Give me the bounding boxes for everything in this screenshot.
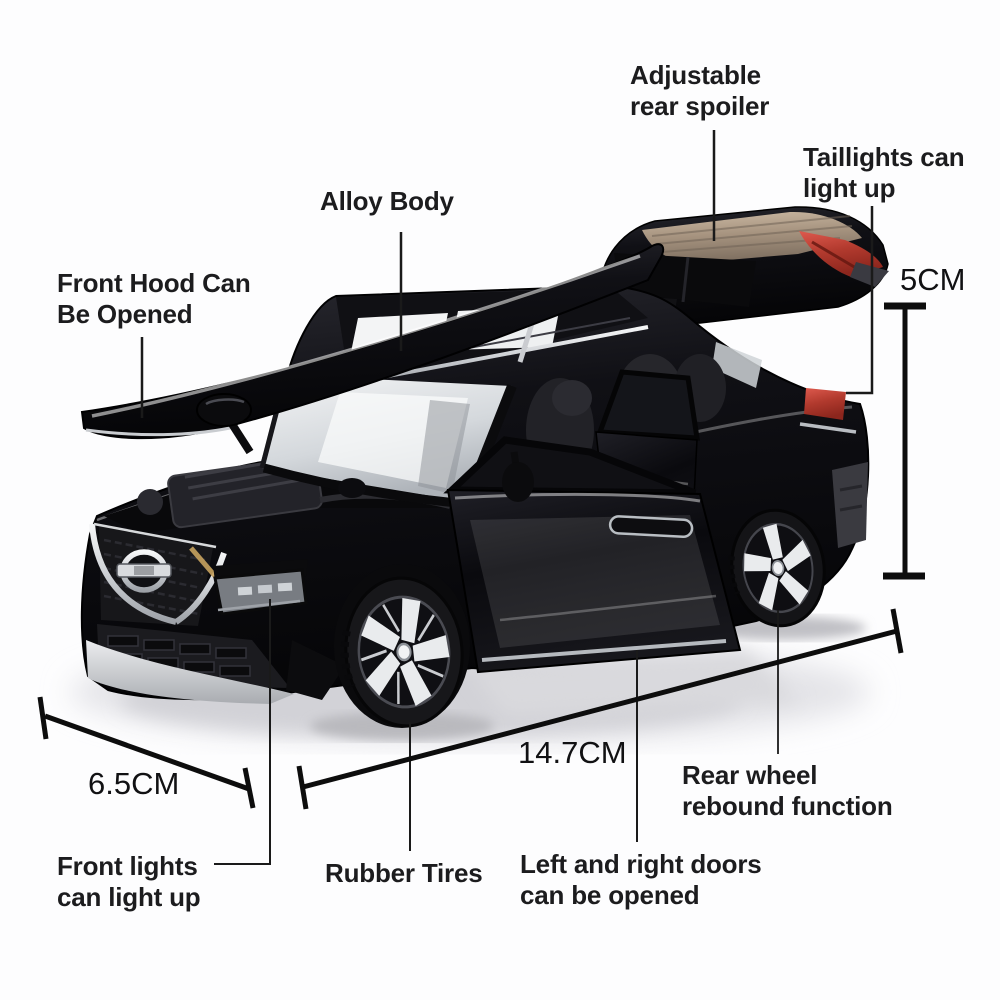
callout-line: Alloy Body (320, 186, 454, 216)
callout-line: rear spoiler (630, 91, 770, 121)
callout-line: rebound function (682, 791, 893, 821)
rear-end (799, 388, 868, 548)
measure-height-label: 5CM (900, 262, 966, 297)
callout-front-lights: Front lights can light up (57, 851, 201, 913)
grille-chrome-v (89, 523, 177, 625)
measure-height-line (883, 302, 926, 580)
callout-line: light up (803, 173, 896, 203)
callout-adjustable-rear-spoiler: Adjustable rear spoiler (630, 60, 769, 122)
measure-length-line (296, 608, 904, 810)
front-door-open (443, 436, 742, 674)
windshield (259, 374, 517, 509)
callout-taillights: Taillights can light up (803, 142, 965, 204)
door-handle (608, 515, 694, 539)
callout-line: Left and right doors (520, 849, 762, 879)
measure-front-width-line (37, 696, 256, 809)
callout-doors: Left and right doors can be opened (520, 849, 762, 911)
wiper-pivot (338, 478, 366, 498)
callout-rear-wheel: Rear wheel rebound function (682, 760, 893, 822)
callout-line: Rear wheel (682, 760, 818, 790)
callout-front-hood: Front Hood Can Be Opened (57, 268, 251, 330)
front-wheel (334, 564, 470, 728)
taillight-lower (804, 388, 846, 420)
side-mirror (196, 393, 254, 455)
callout-rubber-tires: Rubber Tires (325, 858, 483, 889)
door-mirror (502, 451, 534, 502)
nissan-badge-icon (116, 549, 172, 593)
measurement-lines (37, 302, 926, 810)
quarter-glass (712, 342, 762, 388)
rear-bumper (832, 462, 868, 548)
leader-lines (140, 130, 874, 865)
leader-front-lights (214, 599, 271, 865)
hood-open (80, 243, 665, 455)
callout-line: Adjustable (630, 60, 761, 90)
headlight (213, 559, 308, 616)
leader-taillights (846, 206, 874, 395)
callout-line: Front Hood Can (57, 268, 251, 298)
callout-alloy-body: Alloy Body (320, 186, 454, 217)
measure-length-label: 14.7CM (518, 735, 627, 770)
front-fascia (86, 522, 345, 704)
callout-line: can light up (57, 882, 201, 912)
callout-line: Taillights can (803, 142, 965, 172)
front-bumper (86, 624, 345, 704)
callout-line: Front lights (57, 851, 198, 881)
rear-wheel (728, 508, 826, 628)
callout-line: Be Opened (57, 299, 193, 329)
callout-line: Rubber Tires (325, 858, 483, 888)
bumper-lip (86, 640, 294, 704)
measure-front-width-label: 6.5CM (88, 766, 180, 801)
callout-line: can be opened (520, 880, 700, 910)
